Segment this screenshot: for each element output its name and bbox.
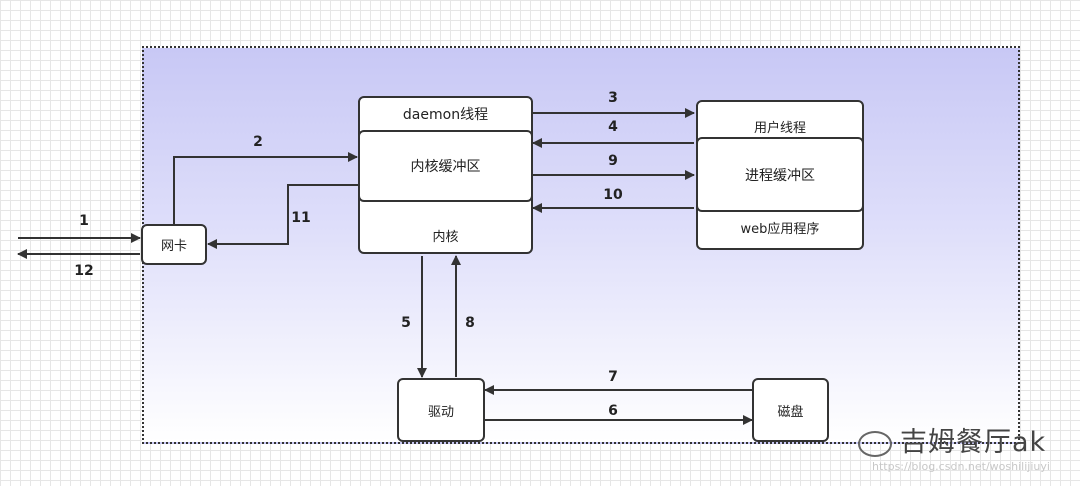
edge-label-1: 1 — [79, 213, 89, 229]
daemon-label: daemon线程 — [402, 107, 489, 123]
watermark-url: https://blog.csdn.net/woshilijiuyi — [872, 460, 1050, 473]
edge-label-12: 12 — [74, 263, 94, 279]
nic-box: 网卡 — [141, 224, 207, 265]
edge-label-11: 11 — [291, 210, 311, 226]
edge-label-3: 3 — [608, 90, 618, 106]
watermark-text: 吉姆餐厅ak — [900, 427, 1047, 458]
web-app-label: web应用程序 — [740, 222, 820, 237]
edge-label-5: 5 — [401, 315, 411, 331]
arrow-2 — [173, 152, 358, 224]
edge-label-6: 6 — [608, 403, 618, 419]
edge-label-7: 7 — [608, 369, 618, 385]
disk-box: 磁盘 — [752, 378, 829, 442]
kernel-label: 内核 — [432, 230, 459, 245]
user-thread-label: 用户线程 — [753, 121, 806, 136]
arrow-11 — [207, 184, 358, 249]
watermark: 吉姆餐厅ak — [858, 420, 1046, 459]
wechat-icon — [858, 430, 892, 457]
edge-label-9: 9 — [608, 153, 618, 169]
edge-label-10: 10 — [603, 187, 623, 203]
edge-label-8: 8 — [465, 315, 475, 331]
kernel-buffer-box: 内核缓冲区 — [358, 130, 533, 202]
edge-label-2: 2 — [253, 134, 263, 150]
process-buffer-box: 进程缓冲区 — [696, 137, 864, 212]
driver-box: 驱动 — [397, 378, 485, 442]
edge-label-4: 4 — [608, 119, 618, 135]
